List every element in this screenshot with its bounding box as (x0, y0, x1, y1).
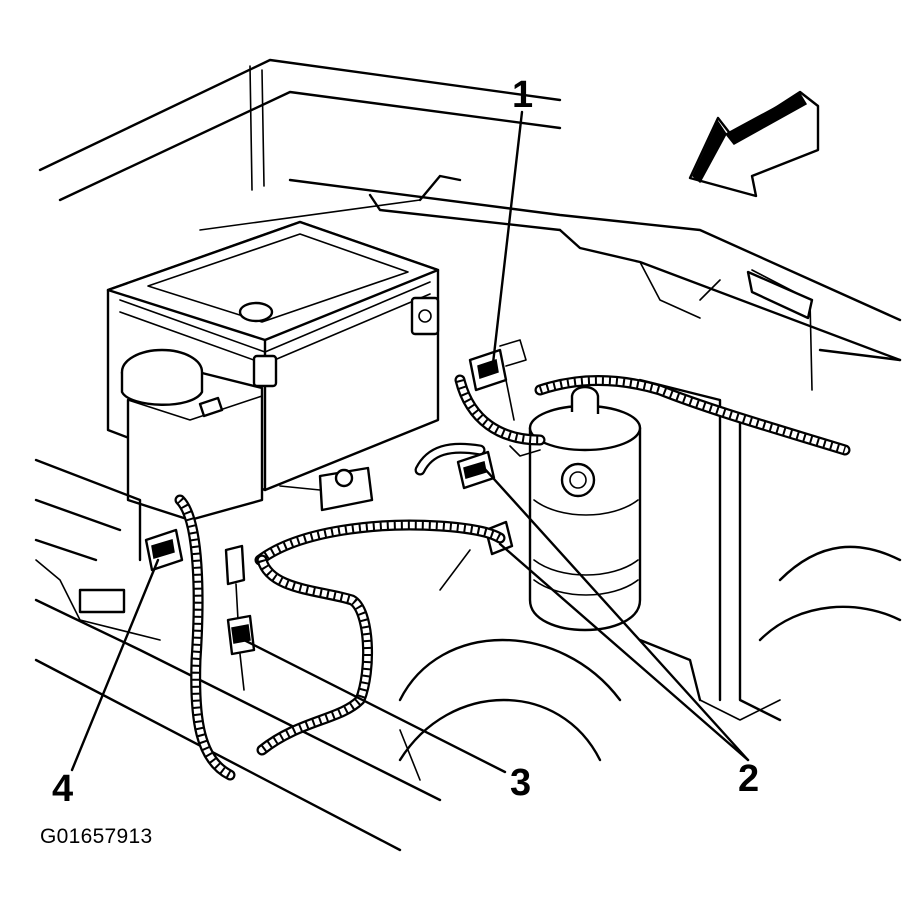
right-panel (638, 269, 902, 722)
harness-lower (254, 519, 506, 756)
sensor-lower (224, 544, 256, 691)
harness-upper-right (454, 374, 851, 456)
body-panel-lines (38, 58, 902, 362)
coolant-reservoir (120, 348, 264, 522)
callout-3: 3 (510, 762, 532, 804)
wheel-well (398, 638, 702, 781)
figure-id: G01657913 (40, 825, 153, 848)
connector-left (144, 528, 184, 572)
callout-1: 1 (512, 74, 534, 116)
accumulator-canister (528, 385, 642, 632)
mount-bracket (279, 466, 374, 512)
harness-left (174, 494, 236, 781)
callout-2: 2 (738, 758, 760, 800)
leader-lines (70, 110, 750, 774)
direction-arrow-icon (688, 90, 820, 198)
callout-4: 4 (52, 768, 74, 810)
connectors-right (414, 442, 541, 556)
frame-rails-left (34, 458, 442, 852)
